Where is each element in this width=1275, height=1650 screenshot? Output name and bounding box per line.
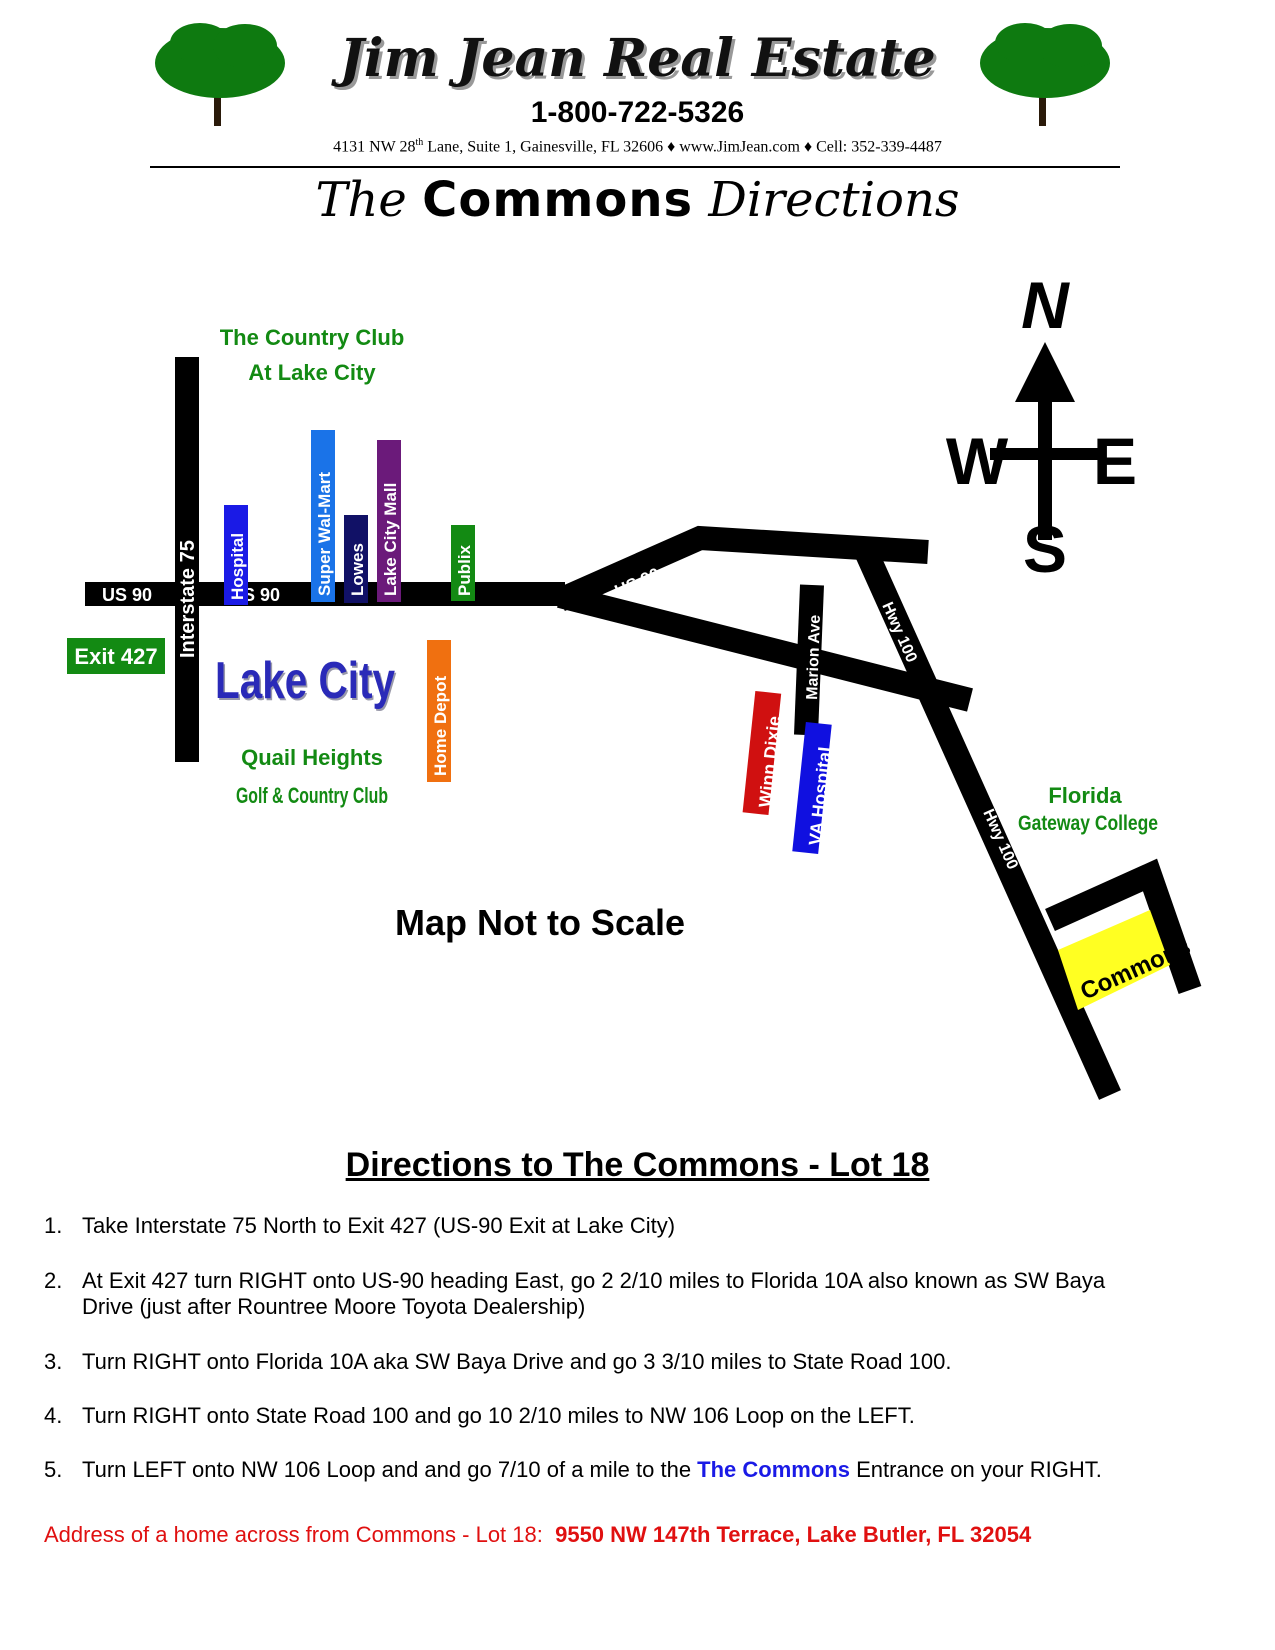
label-home-depot: Home Depot [431, 676, 450, 776]
address-part: 4131 NW 28 [333, 138, 416, 156]
label-publix: Publix [455, 544, 474, 596]
compass-n: N [1021, 268, 1070, 342]
title-part: Commons [422, 172, 694, 228]
road-hwy100 [852, 540, 1121, 1100]
compass-e: E [1093, 424, 1137, 498]
tree-logo-right [980, 23, 1110, 126]
direction-step: 3. Turn RIGHT onto Florida 10A aka SW Bay… [44, 1349, 1244, 1375]
direction-step: 4. Turn RIGHT onto State Road 100 and go … [44, 1403, 1244, 1429]
step-text: Take Interstate 75 North to Exit 427 (US… [82, 1213, 676, 1238]
address-value: 9550 NW 147th Terrace, Lake Butler, FL 3… [555, 1522, 1032, 1547]
title-part: The [315, 172, 407, 228]
exit-427-sign: Exit 427 [74, 644, 157, 669]
label-country-club: At Lake City [248, 360, 376, 385]
label-lake-city-mall: Lake City Mall [381, 483, 400, 596]
label-walmart: Super Wal-Mart [315, 472, 334, 596]
step-text: Turn RIGHT onto State Road 100 and go 10… [82, 1403, 915, 1428]
scale-note: Map Not to Scale [395, 902, 685, 943]
step-text: At Exit 427 turn RIGHT onto US-90 headin… [82, 1268, 1106, 1319]
page-title: The Commons Directions [0, 172, 1275, 228]
compass-icon: N W E S [946, 268, 1137, 586]
address-sup: th [415, 137, 424, 148]
label-country-club: The Country Club [220, 325, 405, 350]
directions-heading: Directions to The Commons - Lot 18 [345, 1146, 930, 1184]
commons-highlight: The Commons [697, 1457, 850, 1482]
step-text-part: Turn LEFT onto NW 106 Loop and and go 7/… [82, 1457, 698, 1482]
road-fl10a [557, 584, 973, 712]
step-text: Turn RIGHT onto Florida 10A aka SW Baya … [82, 1349, 952, 1374]
address-label: Address of a home across from Commons - … [44, 1522, 556, 1547]
tree-logo-left [155, 23, 285, 126]
directions-map: The Country Club At Lake City Interstate… [67, 268, 1202, 1100]
step-number: 5. [44, 1457, 63, 1482]
label-lake-city: Lake City [215, 652, 395, 710]
step-number: 1. [44, 1213, 63, 1238]
label-us90: US 90 [102, 585, 152, 605]
label-quail-heights: Golf & Country Club [236, 783, 388, 808]
compass-w: W [946, 424, 1009, 498]
step-text-part: Entrance on your RIGHT. [849, 1457, 1102, 1482]
commons-area [1058, 910, 1170, 1010]
label-college: Gateway College [1018, 812, 1158, 835]
direction-step: 2. At Exit 427 turn RIGHT onto US-90 head… [44, 1268, 1144, 1320]
compass-s: S [1023, 512, 1067, 586]
title-part: Directions [708, 172, 960, 228]
road-marion-ave [794, 584, 824, 736]
step-text: Turn LEFT onto NW 106 Loop and and go 7/… [82, 1457, 1102, 1483]
direction-step: 5. Turn LEFT onto NW 106 Loop and and go … [44, 1457, 1274, 1483]
address-part: Lane, Suite 1, Gainesville, FL 32606 ♦ w… [423, 138, 942, 156]
label-quail-heights: Quail Heights [241, 745, 383, 770]
label-lowes: Lowes [348, 543, 367, 596]
label-hospital: Hospital [228, 533, 247, 600]
step-number: 4. [44, 1403, 63, 1428]
label-interstate-75: Interstate 75 [177, 540, 199, 658]
direction-step: 1. Take Interstate 75 North to Exit 427 (… [44, 1213, 1244, 1239]
phone-number: 1-800-722-5326 [530, 96, 745, 129]
company-name: Jim Jean Real Estate [339, 28, 936, 89]
label-marion-ave: Marion Ave [804, 614, 824, 700]
company-address: 4131 NW 28th Lane, Suite 1, Gainesville,… [0, 137, 1275, 156]
road-nw106 [1045, 858, 1202, 994]
step-number: 2. [44, 1268, 63, 1293]
lot-address: Address of a home across from Commons - … [44, 1522, 1031, 1548]
header-divider [150, 166, 1120, 168]
label-college: Florida [1048, 783, 1122, 808]
step-number: 3. [44, 1349, 63, 1374]
road-us90-ne [555, 525, 929, 611]
